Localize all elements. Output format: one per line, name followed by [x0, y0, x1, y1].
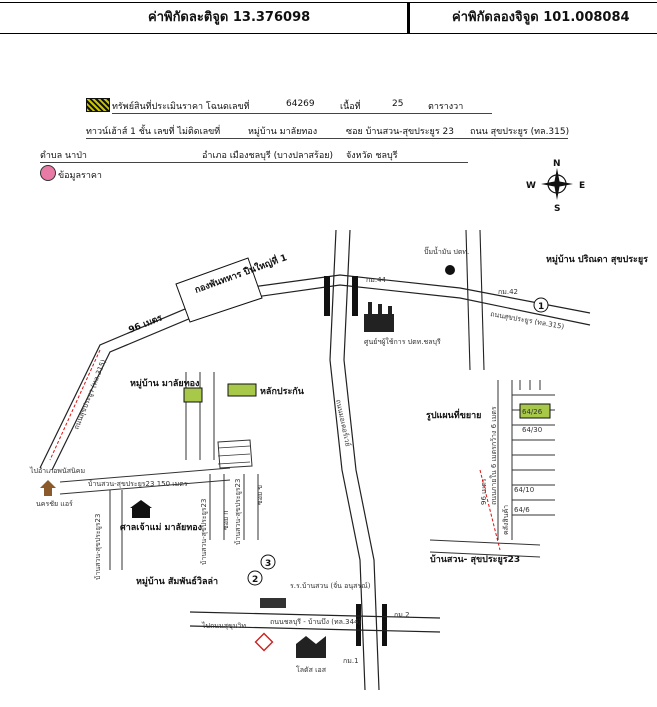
road-344-label: ถนนชลบุรี - บ้านบึง (ทล.344) — [270, 617, 361, 626]
hatched-lot-lines — [217, 445, 251, 465]
collateral-legend-swatch — [227, 383, 257, 397]
gas-station-south-icon — [254, 632, 274, 652]
army-camp: กองพันทหาร ปืนใหญ่ที่ 1 — [175, 250, 289, 323]
asset-hatch-swatch — [86, 98, 110, 112]
header-top-rule — [0, 2, 657, 3]
distance-96-label: 96 เมตร — [127, 313, 164, 336]
hatched-lot — [217, 439, 253, 469]
lotus-icon — [296, 636, 326, 658]
house-type: ทาวน์เฮ้าส์ 1 ชั้น เลขที่ ไม่ติดเลขที่ — [86, 127, 221, 137]
compass-n: N — [553, 159, 561, 169]
longitude-text: ค่าพิกัดลองจิจูด 101.008084 — [452, 10, 630, 25]
overpass-south-left — [356, 604, 361, 646]
area-value: 25 — [392, 99, 404, 109]
route-line-left — [49, 349, 101, 461]
detail-soi-label: บ้านสวน- สุขประยูร23 — [430, 554, 520, 565]
road-315 — [39, 274, 591, 471]
side-road-north — [465, 229, 485, 371]
header-bottom-rule — [0, 33, 657, 34]
price-point-label: ข้อมูลราคา — [58, 171, 102, 181]
road-315-label-left: ถนนสุขประยูร (ทล.315) — [72, 358, 108, 431]
marker-2-label: 2 — [252, 575, 258, 585]
soi-roads — [59, 467, 259, 570]
km2-label: กม.2 — [394, 611, 410, 619]
shrine-icon — [130, 500, 152, 518]
motorway — [329, 229, 380, 691]
detail-road-label: ถนนภายใน 6 เมตรกว้าง 6 เมตร — [489, 406, 498, 505]
lot-64-30: 64/30 — [522, 426, 542, 434]
province-text: จังหวัด ชลบุรี — [346, 151, 398, 161]
km42-label: กม.42 — [498, 288, 518, 296]
area-label: เนื้อที่ — [340, 102, 361, 112]
latitude-text: ค่าพิกัดละติจูด 13.376098 — [148, 10, 311, 25]
area-unit: ตารางวา — [428, 102, 464, 112]
detail-map-title: รูปแผนที่ขยาย — [426, 408, 481, 421]
village-malai-label: หมู่บ้าน มาลัยทอง — [130, 378, 199, 389]
compass-s: S — [554, 204, 560, 214]
soi23-label-b: บ้านสวน-สุขประยูร23 — [200, 499, 208, 565]
gas-station-icon — [445, 265, 455, 275]
motorway-overpass-left — [324, 276, 330, 316]
school-label: ร.ร.บ้านสวน (จั่น อนุสรณ์) — [290, 581, 371, 590]
road-315-label-right: ถนนสุขประยูร (ทล.315) — [490, 310, 565, 331]
nakhon-chai-label: นครชัย แอร์ — [36, 500, 73, 508]
asset-label: ทรัพย์สินที่ประเมินราคา โฉนดเลขที่ — [112, 102, 250, 112]
row3-rule — [40, 162, 468, 163]
compass-rose: N S E W — [526, 159, 585, 214]
overpass-south-right — [382, 604, 387, 646]
collateral-marker-main — [183, 387, 203, 403]
price-point-icon — [40, 165, 56, 181]
soi23-150-label: บ้านสวน-สุขประยูร23 150 เมตร — [88, 480, 188, 488]
detail-route — [479, 469, 501, 551]
marker-2 — [247, 570, 263, 586]
header-divider — [407, 2, 410, 33]
marker-3-label: 3 — [265, 559, 271, 569]
tambon-text: ตำบล นาป่า — [40, 151, 87, 161]
row2-rule — [86, 138, 568, 139]
lot-64-26: 64/26 — [522, 408, 543, 416]
marker-1-label: 1 — [538, 302, 544, 312]
detail-96-label: 96 เมตร — [480, 478, 488, 505]
deed-number: 64269 — [286, 99, 315, 109]
km44-label: กม.44 — [366, 276, 387, 284]
lot-warehouse: คลังสินค้า — [502, 505, 510, 535]
school-icon — [260, 598, 286, 608]
to-phanat-label: ไปอำเภอพนัสนิคม — [29, 466, 85, 475]
shrine-label: ศาลเจ้าแม่ มาลัยทอง — [120, 522, 202, 533]
collateral-marker-detail — [519, 403, 551, 419]
km1-label: กม.1 — [343, 657, 359, 665]
marker-1 — [533, 297, 549, 313]
soi-b-label: ซอย ข — [256, 485, 264, 505]
to-sukhumvit-label: ไปถนนสุขุมวิท — [201, 621, 246, 630]
factory-icon — [364, 302, 394, 332]
soi23-label-a: บ้านสวน-สุขประยูร23 — [94, 514, 102, 580]
gas-station-label: ปั๊มน้ำมัน ปตท. — [424, 245, 469, 256]
detail-map — [429, 380, 555, 558]
lot-64-6: 64/6 — [514, 506, 530, 514]
compass-e: E — [579, 181, 585, 191]
soi-name: ซอย บ้านสวน-สุขประยูร 23 — [346, 127, 454, 137]
motorway-overpass-right — [352, 276, 358, 316]
soi-a-label: ซอย ก — [222, 510, 230, 530]
collateral-legend-label: หลักประกัน — [260, 386, 305, 397]
village-name: หมู่บ้าน มาลัยทอง — [248, 127, 318, 137]
village-prinda-label: หมู่บ้าน ปริณดา สุขประยูร — [546, 254, 648, 265]
nakhon-chai-icon — [40, 480, 56, 496]
lot-64-10: 64/10 — [514, 486, 534, 494]
soi23-label-c: บ้านสวน-สุขประยูร23 — [234, 479, 242, 545]
road-344 — [189, 611, 441, 633]
village-sampan-label: หมู่บ้าน สัมพันธ์วิลล่า — [136, 575, 218, 587]
coordinate-header: ค่าพิกัดละติจูด 13.376098 ค่าพิกัดลองจิจ… — [0, 0, 657, 34]
amphoe-text: อำเภอ เมืองชลบุรี (บางปลาสร้อย) — [202, 151, 334, 161]
road-name: ถนน สุขประยูร (ทล.315) — [470, 127, 570, 137]
marker-3 — [260, 554, 276, 570]
lotus-label: โลตัส เอส — [296, 665, 327, 674]
compass-w: W — [526, 181, 536, 191]
village-blocks — [185, 372, 215, 460]
row1-rule — [112, 113, 492, 114]
pea-center-label: ศูนย์ฯผู้ใช้การ ปตท.ชลบุรี — [364, 337, 441, 346]
